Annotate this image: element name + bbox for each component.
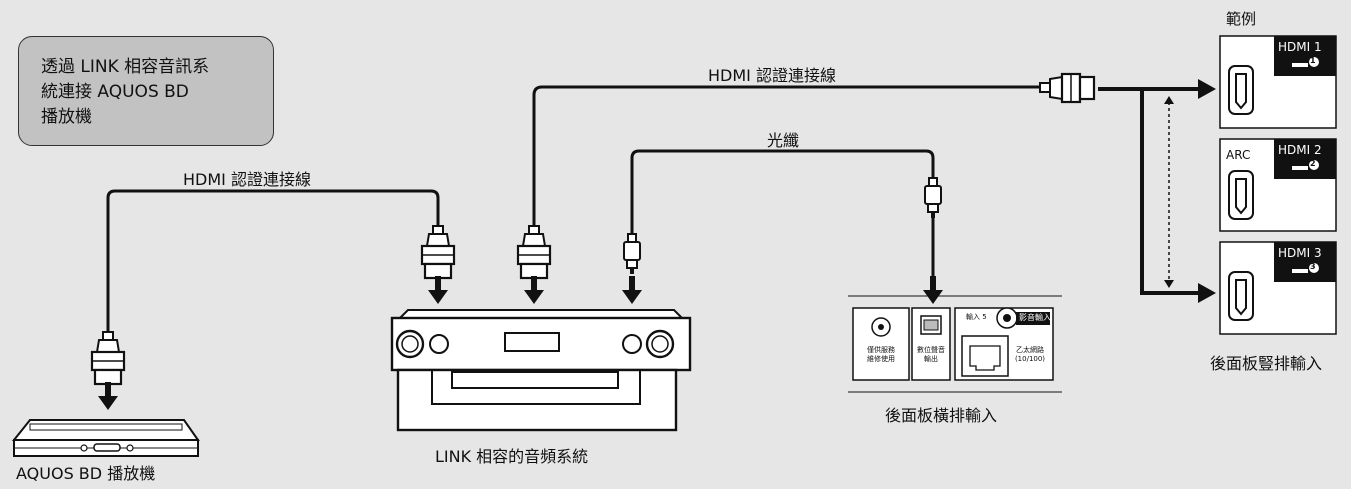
example-title: 範例 — [1226, 10, 1257, 28]
down-arrow-icon — [622, 276, 642, 304]
audio-system-icon — [390, 309, 692, 432]
tv-port-hdmi3 — [1219, 241, 1337, 335]
down-arrow-icon — [98, 382, 118, 410]
bd-player-label: AQUOS BD 播放機 — [16, 464, 156, 483]
down-arrow-icon — [524, 276, 544, 304]
hdmi-plug-amp-in — [420, 224, 456, 280]
input5-label: 輸入 5 — [966, 313, 987, 321]
hdmi3-label: HDMI 3 — [1278, 246, 1322, 260]
tv-port-hdmi1 — [1219, 35, 1337, 129]
audio-system-label: LINK 相容的音頻系統 — [435, 447, 589, 466]
optical-cable — [630, 149, 935, 248]
info-note: 透過 LINK 相容音訊系 統連接 AQUOS BD 播放機 — [18, 36, 274, 146]
optical-plug-amp — [623, 233, 641, 275]
digital-audio-label: 數位聲音 輸出 — [917, 346, 945, 363]
tv-hdmi-routing — [1098, 79, 1216, 303]
arc-label: ARC — [1226, 148, 1251, 162]
ethernet-label: 乙太網路 (10/100) — [1014, 346, 1046, 363]
hdmi-plug-amp-out — [516, 224, 552, 280]
av-input-label: 影音輸入 — [1019, 313, 1051, 322]
vertical-panel-caption: 後面板豎排輸入 — [1210, 354, 1323, 373]
down-arrow-icon — [428, 276, 448, 304]
down-arrow-icon — [923, 276, 943, 304]
hdmi2-number: 2 — [1310, 159, 1316, 168]
bd-player-icon — [11, 419, 200, 457]
horizontal-panel-caption: 後面板橫排輸入 — [885, 406, 998, 425]
hdmi-cable-left — [106, 189, 440, 340]
optical-plug-tv — [924, 177, 942, 219]
note-line: 透過 LINK 相容音訊系 — [41, 57, 210, 77]
note-line: 播放機 — [41, 107, 92, 127]
hdmi-plug-bd — [90, 330, 126, 386]
horizontal-panel — [848, 295, 1062, 393]
hdmi-cable-label: HDMI 認證連接線 — [708, 66, 836, 85]
note-line: 統連接 AQUOS BD — [41, 82, 189, 102]
hdmi-cable-label: HDMI 認證連接線 — [183, 170, 311, 189]
hdmi1-label: HDMI 1 — [1278, 40, 1322, 54]
hdmi-plug-tv — [1039, 72, 1096, 104]
hdmi1-number: 1 — [1310, 56, 1316, 65]
hdmi2-label: HDMI 2 — [1278, 143, 1322, 157]
optical-cable-label: 光纖 — [767, 131, 800, 150]
tv-port-hdmi2 — [1219, 138, 1337, 232]
service-port-label: 僅供服務 維修使用 — [867, 346, 895, 363]
hdmi-cable-top — [532, 85, 1044, 232]
hdmi3-number: 3 — [1310, 262, 1316, 271]
